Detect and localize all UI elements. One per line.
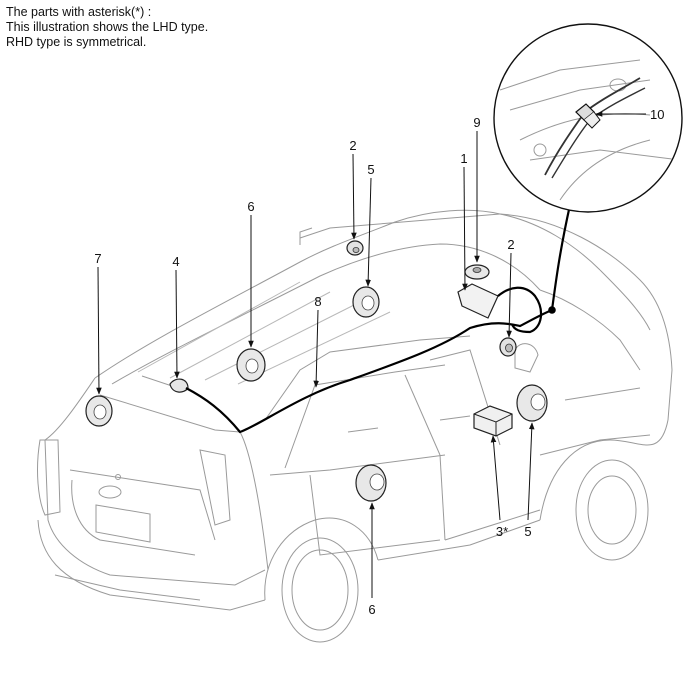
callout-2-rear: 2 — [349, 138, 356, 153]
callout-leaders — [96, 111, 646, 598]
callout-8: 8 — [314, 294, 321, 309]
callout-5-roof: 5 — [367, 162, 374, 177]
vehicle-outline — [37, 209, 673, 643]
components — [85, 240, 548, 502]
amplifier-component — [473, 405, 513, 437]
note-lhd: This illustration shows the LHD type. — [6, 20, 209, 34]
speaker-center-component — [236, 348, 266, 382]
speaker-rear-door-component — [355, 464, 387, 502]
speaker-roof-component — [352, 286, 380, 318]
callout-1: 1 — [460, 151, 467, 166]
note-rhd: RHD type is symmetrical. — [6, 35, 147, 49]
dash-wiring-harness — [497, 286, 543, 334]
callout-7: 7 — [94, 251, 101, 266]
note-asterisk: The parts with asterisk(*) : — [6, 5, 152, 19]
callout-labels: 2 5 6 4 7 9 1 2 8 5 3* 6 10 — [94, 107, 664, 617]
tweeter-rear-component — [346, 240, 364, 256]
detail-link-line — [550, 204, 572, 311]
callout-3-amp: 3* — [496, 524, 508, 539]
antenna-component — [169, 378, 189, 393]
callout-10: 10 — [650, 107, 664, 122]
roof-wiring-harness — [185, 308, 553, 434]
callout-6-door: 6 — [368, 602, 375, 617]
center-speaker-component — [464, 264, 490, 280]
tweeter-front-component — [499, 337, 517, 357]
diagram-notes: The parts with asterisk(*) : This illust… — [6, 5, 208, 50]
callout-6-center: 6 — [247, 199, 254, 214]
callout-9: 9 — [473, 115, 480, 130]
speaker-rear-component — [85, 395, 113, 427]
callout-4: 4 — [172, 254, 179, 269]
callout-5-door: 5 — [524, 524, 531, 539]
speaker-front-door-component — [516, 384, 548, 422]
callout-2-front: 2 — [507, 237, 514, 252]
audio-unit-component — [457, 283, 499, 319]
